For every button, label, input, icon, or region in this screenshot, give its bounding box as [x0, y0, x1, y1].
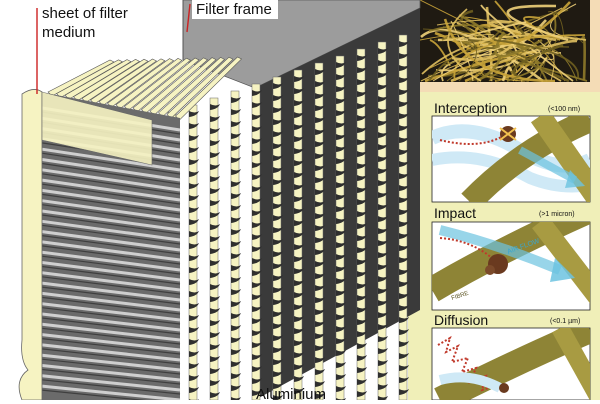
label-filter-medium: sheet of filter medium [42, 4, 128, 42]
label-aluminium: Aluminium [256, 385, 326, 404]
label-filter-frame: Filter frame [192, 0, 278, 19]
mechanism-range-impact: (>1 micron) [539, 211, 575, 219]
diffusion-panel [432, 328, 600, 400]
label-filter-medium-line1: sheet of filter [42, 4, 128, 23]
mechanism-range-diffusion: (<0.1 µm) [550, 318, 580, 326]
filter-medium-sheet [19, 89, 42, 400]
interception-panel [432, 116, 600, 202]
label-filter-medium-line2: medium [42, 23, 128, 42]
fibre-mesh-image [420, 0, 590, 82]
mechanism-range-interception: (<100 nm) [548, 106, 580, 114]
mechanism-title-impact: Impact [434, 205, 476, 221]
mechanism-title-interception: Interception [434, 100, 507, 116]
mechanism-title-diffusion: Diffusion [434, 312, 488, 328]
